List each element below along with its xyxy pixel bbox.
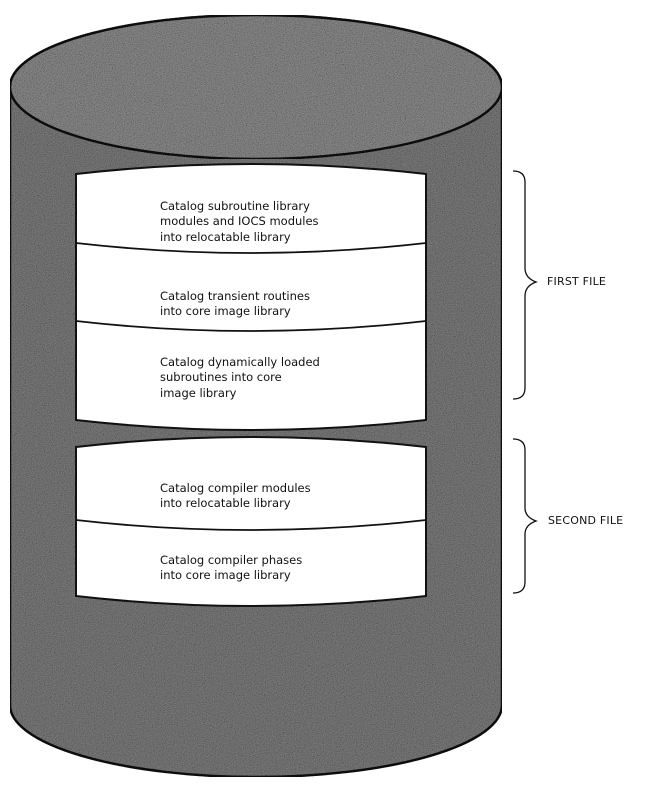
segment-transient-routines: Catalog transient routines into core ima… — [76, 276, 426, 332]
first-file-brace — [512, 170, 538, 400]
second-file-band — [75, 436, 427, 607]
second-file-brace — [512, 438, 538, 594]
first-file-band — [75, 163, 427, 431]
segment-text-line: modules and IOCS modules — [160, 214, 319, 229]
cylinder-top — [8, 13, 504, 161]
first-band-divider-2 — [75, 320, 427, 332]
segment-text-line: into relocatable library — [160, 229, 291, 244]
segment-text-line: into relocatable library — [160, 496, 291, 510]
segment-text-line: into core image library — [160, 568, 291, 582]
segment-text-line: into core image library — [160, 304, 291, 318]
segment-text-line: Catalog subroutine library — [160, 198, 310, 213]
segment-compiler-phases: Catalog compiler phases into core image … — [76, 542, 426, 594]
first-band-divider-1 — [75, 242, 427, 254]
segment-text-line: Catalog dynamically loaded — [160, 354, 320, 369]
first-file-label: FIRST FILE — [547, 275, 607, 288]
segment-text-line: Catalog compiler phases — [160, 552, 303, 567]
segment-text-line: Catalog compiler modules — [160, 480, 311, 495]
second-band-divider-1 — [75, 519, 427, 531]
segment-text-line: image library — [160, 385, 237, 400]
segment-text-line: subroutines into core — [160, 370, 282, 385]
segment-subroutine-library: Catalog subroutine library modules and I… — [76, 190, 426, 254]
segment-compiler-modules: Catalog compiler modules into relocatabl… — [76, 468, 426, 524]
segment-text-line: Catalog transient routines — [160, 288, 310, 303]
segment-dynamic-subroutines: Catalog dynamically loaded subroutines i… — [76, 344, 426, 412]
second-file-label: SECOND FILE — [548, 514, 624, 527]
